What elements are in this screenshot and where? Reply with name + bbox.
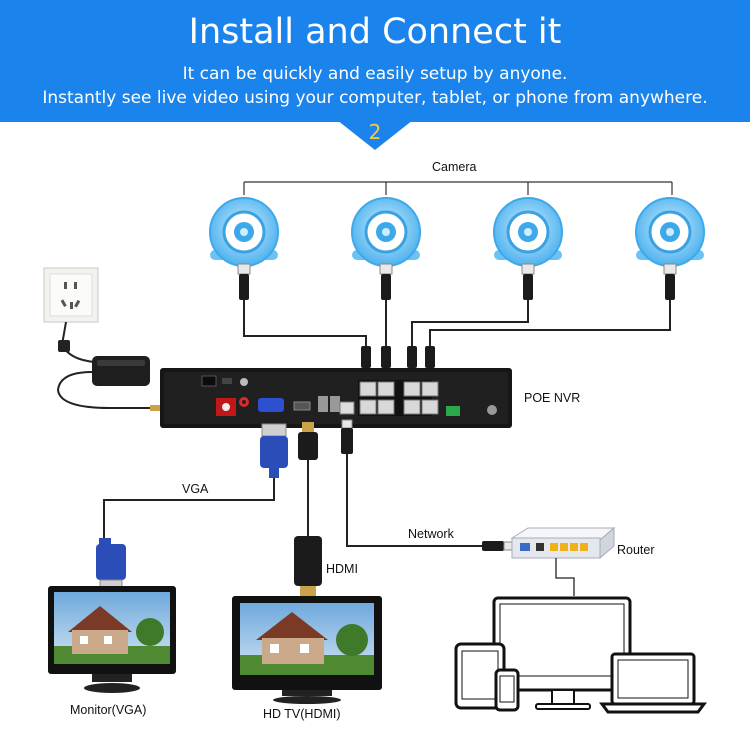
camera-icon [209,197,279,267]
camera-bracket [243,181,673,195]
router-icon [510,526,616,560]
page-title: Install and Connect it [188,12,562,52]
banner-notch [337,120,413,150]
vga-label: VGA [182,482,209,496]
hdmi-label: HDMI [326,562,358,576]
router-label: Router [617,543,655,557]
monitor-icon [48,586,176,693]
camera-label: Camera [432,160,477,174]
router-link [555,558,575,596]
hdmi-connector-icon [294,536,322,600]
hdtv-label: HD TV(HDMI) [263,707,341,721]
camera-cables [243,300,671,352]
phone-icon [494,668,520,712]
subtitle-line-2: Instantly see live video using your comp… [42,88,708,108]
network-cable [346,454,484,547]
laptop-icon [599,652,707,714]
power-outlet-icon [43,267,99,323]
tv-icon [232,596,382,704]
monitor-label: Monitor(VGA) [70,703,147,717]
network-label: Network [408,527,454,541]
camera-icon [635,197,705,267]
header-banner: Install and Connect it It can be quickly… [0,0,750,122]
network-plug [341,419,353,454]
rj45-plugs [237,263,677,368]
hdmi-connector-icon [298,422,318,460]
tablet-icon [454,642,506,710]
nvr-label: POE NVR [524,391,581,405]
power-adapter-icon [56,321,162,411]
vga-connector-icon [96,538,126,589]
vga-cable [103,478,275,540]
camera-icon [351,197,421,267]
subtitle-line-1: It can be quickly and easily setup by an… [182,64,568,84]
desktop-icon [492,596,632,710]
camera-icon [493,197,563,267]
vga-connector-icon [260,423,288,478]
nvr-device-icon [160,368,512,428]
step-number: 2 [368,120,382,144]
